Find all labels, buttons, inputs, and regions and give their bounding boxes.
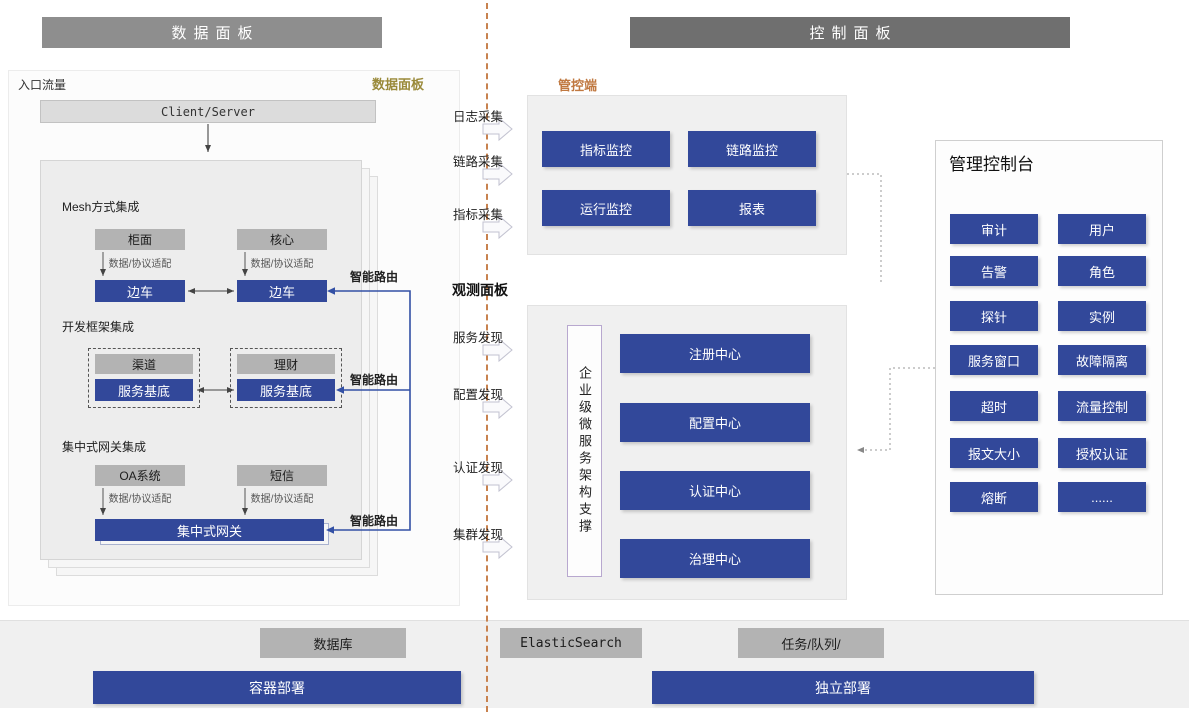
flow-label-trace-collect: 链路采集 xyxy=(453,155,504,169)
core-node: 核心 xyxy=(237,229,327,250)
database-node: 数据库 xyxy=(260,628,406,658)
report-node: 报表 xyxy=(688,190,816,226)
management-console-title: 管理控制台 xyxy=(949,155,1034,174)
adapter-label-2: 数据/协议适配 xyxy=(250,259,314,270)
framework-section-title: 开发框架集成 xyxy=(62,320,135,334)
runtime-monitor-node: 运行监控 xyxy=(542,190,670,226)
flow-label-auth-discovery: 认证发现 xyxy=(453,461,504,475)
smart-route-label-2: 智能路由 xyxy=(350,373,399,387)
mesh-section-title: Mesh方式集成 xyxy=(62,200,140,214)
central-gateway-node: 集中式网关 xyxy=(95,519,324,541)
flow-label-metric-collect: 指标采集 xyxy=(453,208,504,222)
monitoring-panel xyxy=(527,95,847,255)
smart-route-label-3: 智能路由 xyxy=(350,514,399,528)
wealth-node: 理财 xyxy=(237,354,335,374)
control-side-label: 管控端 xyxy=(558,78,598,93)
monitor-console-dotted-link xyxy=(847,173,882,283)
service-base-node-right: 服务基底 xyxy=(237,379,335,401)
smart-route-label-1: 智能路由 xyxy=(350,270,399,284)
control-panel-header: 控制面板 xyxy=(630,17,1070,48)
registry-center-node: 注册中心 xyxy=(620,334,810,373)
flow-label-config-discovery: 配置发现 xyxy=(453,388,504,402)
console-node-probe: 探针 xyxy=(950,301,1038,331)
console-node-message-size: 报文大小 xyxy=(950,438,1038,468)
container-deploy-node: 容器部署 xyxy=(93,671,461,704)
sidecar-node-left: 边车 xyxy=(95,280,185,302)
trace-monitor-node: 链路监控 xyxy=(688,131,816,167)
console-node-alert: 告警 xyxy=(950,256,1038,286)
enterprise-support-label: 企业级微服务架构支撑 xyxy=(567,325,602,577)
console-node-circuit-break: 熔断 xyxy=(950,482,1038,512)
console-node-instance: 实例 xyxy=(1058,301,1146,331)
console-node-role: 角色 xyxy=(1058,256,1146,286)
data-panel-corner-label: 数据面板 xyxy=(372,77,425,92)
data-panel-header: 数据面板 xyxy=(42,17,382,48)
console-node-authorization: 授权认证 xyxy=(1058,438,1146,468)
gateway-section-title: 集中式网关集成 xyxy=(62,440,147,454)
flow-label-log-collect: 日志采集 xyxy=(453,110,504,124)
flow-label-cluster-discovery: 集群发现 xyxy=(453,528,504,542)
console-node-flow-control: 流量控制 xyxy=(1058,391,1146,421)
config-center-node: 配置中心 xyxy=(620,403,810,442)
standalone-deploy-node: 独立部署 xyxy=(652,671,1034,704)
console-microservice-dotted-link xyxy=(857,367,935,453)
task-queue-node: 任务/队列/ xyxy=(738,628,884,658)
sidecar-node-right: 边车 xyxy=(237,280,327,302)
sms-node: 短信 xyxy=(237,465,327,486)
flow-label-service-discovery: 服务发现 xyxy=(453,331,504,345)
metric-monitor-node: 指标监控 xyxy=(542,131,670,167)
counter-node: 柜面 xyxy=(95,229,185,250)
auth-center-node: 认证中心 xyxy=(620,471,810,510)
governance-center-node: 治理中心 xyxy=(620,539,810,578)
channel-node: 渠道 xyxy=(95,354,193,374)
adapter-label-3: 数据/协议适配 xyxy=(108,494,172,505)
console-node-timeout: 超时 xyxy=(950,391,1038,421)
console-node-audit: 审计 xyxy=(950,214,1038,244)
framework-group-left xyxy=(88,348,200,408)
console-node-more: ...... xyxy=(1058,482,1146,512)
elasticsearch-node: ElasticSearch xyxy=(500,628,642,658)
observe-panel-title: 观测面板 xyxy=(452,282,508,298)
console-node-service-window: 服务窗口 xyxy=(950,345,1038,375)
service-base-node-left: 服务基底 xyxy=(95,379,193,401)
oa-system-node: OA系统 xyxy=(95,465,185,486)
console-node-fault-isolation: 故障隔离 xyxy=(1058,345,1146,375)
adapter-label-1: 数据/协议适配 xyxy=(108,259,172,270)
entry-traffic-label: 入口流量 xyxy=(18,78,67,92)
adapter-label-4: 数据/协议适配 xyxy=(250,494,314,505)
console-node-user: 用户 xyxy=(1058,214,1146,244)
client-server-node: Client/Server xyxy=(40,100,376,123)
